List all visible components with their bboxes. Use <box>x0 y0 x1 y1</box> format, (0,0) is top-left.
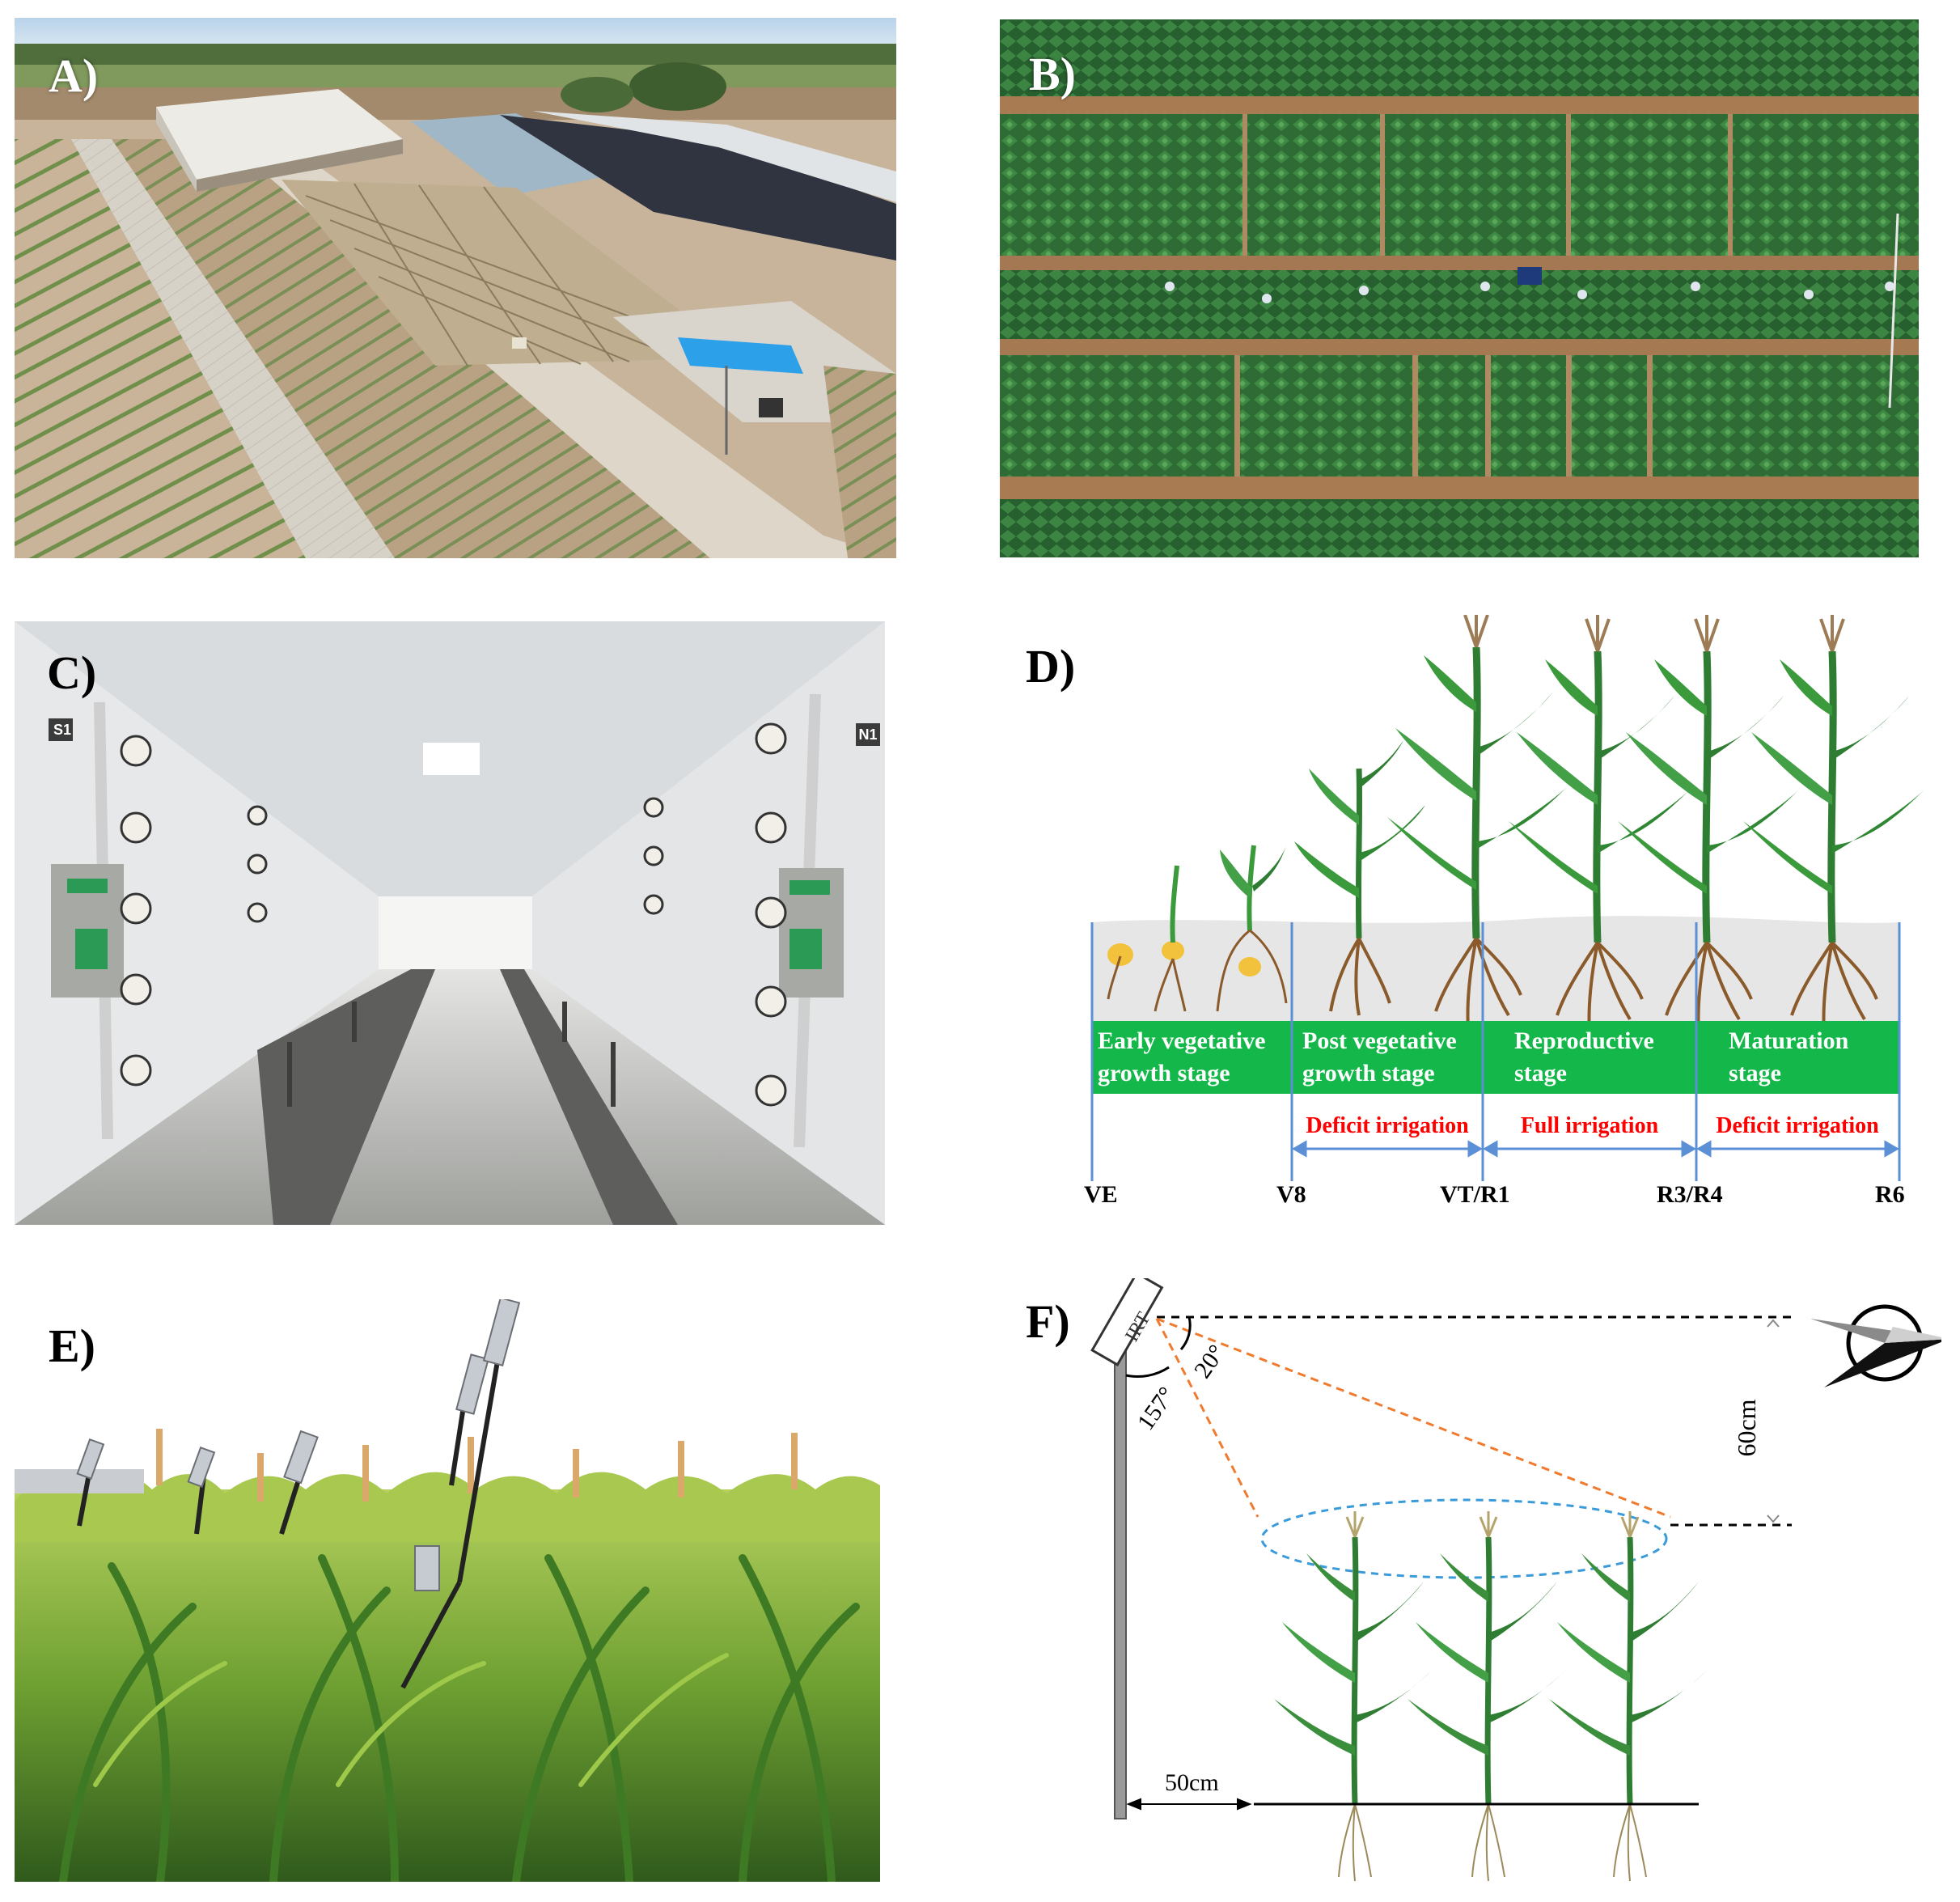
view-footprint <box>1260 1498 1668 1579</box>
stage-1-line1: Early vegetative <box>1098 1027 1265 1054</box>
height-marks <box>1767 1319 1780 1523</box>
panel-e-image <box>15 1299 880 1882</box>
irt-sensor <box>1090 1278 1164 1367</box>
irrigation-label-3: Deficit irrigation <box>1716 1113 1879 1138</box>
irrigation-label-2: Full irrigation <box>1521 1113 1659 1138</box>
compass-north-label: N <box>1938 1345 1941 1355</box>
stage-boundaries <box>1090 922 1901 1181</box>
panel-f-diagram: IRT 157° 20° 60cm N 50cm <box>1090 1278 1941 1901</box>
panel-e-label: E) <box>49 1320 95 1372</box>
distance-arrow <box>1126 1798 1252 1811</box>
stage-3-line1: Reproductive <box>1514 1027 1654 1054</box>
angle-arc-inner <box>1179 1316 1192 1350</box>
panel-e-photo: E) <box>15 1299 880 1882</box>
panel-b-label: B) <box>1029 48 1076 100</box>
milestone-r6: R6 <box>1875 1181 1905 1208</box>
plant-ve <box>1107 943 1133 1000</box>
angle-arc-outer <box>1125 1366 1170 1379</box>
panel-b-image <box>1000 19 1919 557</box>
height-label: 60cm <box>1732 1399 1761 1456</box>
sign-n1: N1 <box>856 723 880 746</box>
milestone-v8: V8 <box>1276 1181 1306 1208</box>
panel-a-photo: A) <box>15 18 896 558</box>
milestone-r3-r4: R3/R4 <box>1657 1181 1723 1208</box>
stage-3-line2: stage <box>1514 1060 1567 1087</box>
panel-c-label: C) <box>47 646 97 699</box>
stage-4-line1: Maturation <box>1729 1027 1849 1054</box>
panel-b-photo: B) <box>1000 19 1919 557</box>
panel-d-diagram: Early vegetative growth stage Post veget… <box>1084 615 1925 1208</box>
angle-20-label: 20° <box>1189 1340 1230 1383</box>
plant-seedling-1 <box>1154 865 1187 1012</box>
panel-d-label: D) <box>1026 640 1076 693</box>
maize-plant-3 <box>1549 1511 1711 1881</box>
irrigation-label-1: Deficit irrigation <box>1306 1113 1469 1138</box>
sign-s1: S1 <box>53 722 72 738</box>
soil-band <box>1092 916 1899 1021</box>
angle-157-label: 157° <box>1132 1382 1181 1435</box>
panel-a-image <box>15 18 896 558</box>
irrigation-arrows <box>1291 1140 1900 1158</box>
distance-label: 50cm <box>1165 1769 1219 1796</box>
maize-plant-1 <box>1274 1511 1436 1881</box>
stage-4-line2: stage <box>1729 1060 1781 1087</box>
panel-a-label: A) <box>49 49 99 102</box>
panel-c-image <box>15 621 885 1225</box>
stage-2-line1: Post vegetative <box>1302 1027 1457 1054</box>
milestone-vt-r1: VT/R1 <box>1440 1181 1510 1208</box>
stage-2-line2: growth stage <box>1302 1060 1435 1087</box>
panel-c-photo: S1 N1 C) <box>15 621 885 1225</box>
height-reference-lines <box>1157 1315 1792 1527</box>
panel-f-label: F) <box>1026 1295 1070 1348</box>
milestone-ve: VE <box>1084 1181 1118 1208</box>
sensor-pole <box>1114 1326 1127 1819</box>
plant-seedling-2 <box>1216 845 1288 1012</box>
stage-1-line2: growth stage <box>1098 1060 1230 1087</box>
compass-icon <box>1810 1304 1941 1387</box>
maize-plant-2 <box>1408 1511 1569 1881</box>
stage-band <box>1092 1021 1899 1094</box>
view-cone <box>1155 1317 1671 1519</box>
